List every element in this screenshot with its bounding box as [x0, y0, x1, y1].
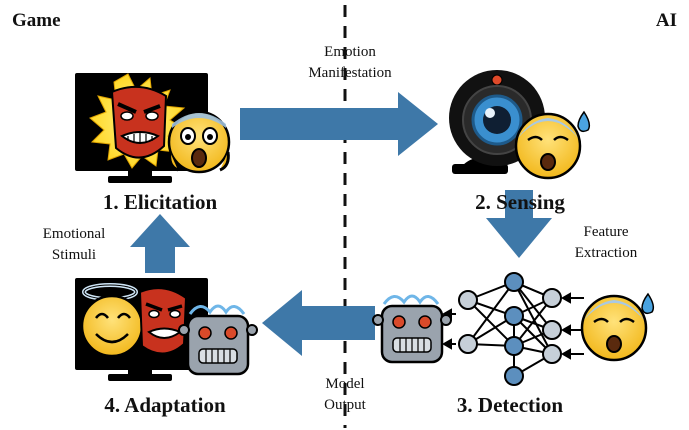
model-output-label: Model Output [305, 374, 385, 416]
emotion-manifestation-line-1: Emotion [324, 44, 376, 60]
feature-extraction-line-1: Feature [583, 224, 629, 240]
emotional-stimuli-label: Emotional Stimuli [28, 224, 120, 266]
ai-side-label: AI [655, 10, 677, 31]
emotional-stimuli-line-2: Stimuli [51, 247, 97, 263]
emotion-manifestation-label: Emotion Manifestation [295, 42, 405, 84]
anxious-face-icon-detection [580, 292, 655, 362]
game-side-label: Game [12, 10, 61, 31]
arrow-adaptation-to-elicitation [130, 214, 190, 273]
emotional-stimuli-line-1: Emotional [42, 226, 106, 242]
feature-extraction-label: Feature Extraction [560, 222, 652, 264]
angry-mask-icon [110, 85, 168, 159]
arrow-detection-to-adaptation [262, 290, 375, 356]
model-output-line-1: Model [325, 376, 365, 392]
robot-icon [372, 294, 452, 364]
step-adaptation-label: 4. Adaptation [104, 393, 226, 417]
angel-face-icon [80, 283, 144, 358]
emotion-manifestation-line-2: Manifestation [308, 65, 392, 81]
angry-mask-icon-adaptation [138, 287, 188, 355]
arrow-elicitation-to-sensing [240, 92, 438, 156]
feature-extraction-line-2: Extraction [574, 245, 638, 261]
step-sensing-label: 2. Sensing [475, 190, 565, 214]
arrow-sensing-to-detection [486, 190, 552, 258]
robot-icon-adaptation [178, 304, 258, 376]
step-detection-label: 3. Detection [456, 393, 564, 417]
anxious-face-icon [514, 110, 591, 180]
model-output-line-2: Output [324, 397, 366, 413]
scared-face-icon [167, 110, 231, 174]
step-elicitation-label: 1. Elicitation [102, 190, 218, 214]
neural-network-icon [441, 272, 584, 386]
